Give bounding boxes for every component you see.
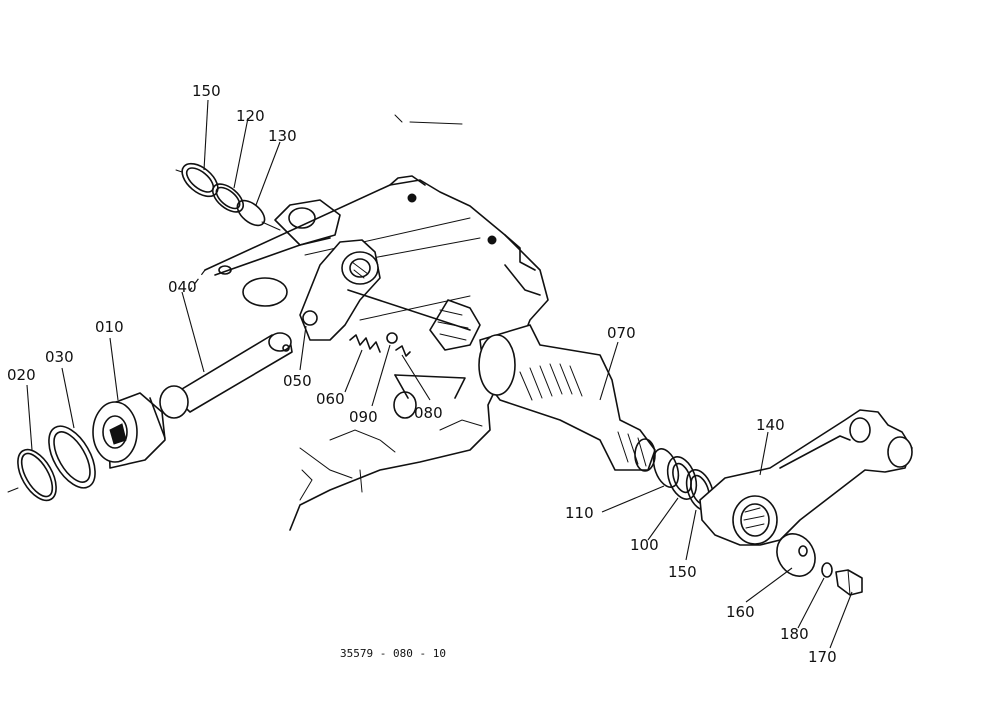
housing-casting [189,114,549,531]
callout-040: 040 [168,278,197,296]
ring-120 [211,183,245,213]
callout-120: 120 [236,107,265,125]
lift-arm-140 [699,409,913,546]
callout-100: 100 [630,536,659,554]
o-ring-020 [7,448,57,502]
callouts: 150 120 130 040 010 030 020 050 060 090 … [7,82,837,666]
callout-070: 070 [607,324,636,342]
o-ring-030 [48,425,96,489]
piston-rod-040 [159,332,293,419]
callout-130: 130 [268,127,297,145]
callout-180: 180 [780,625,809,643]
drawing-reference-code: 35579 - 080 - 10 [340,647,446,660]
washer-160 [776,533,816,577]
washer-100 [666,456,698,500]
ring-130 [236,199,281,231]
lock-washer-180 [821,562,833,578]
callout-110: 110 [565,504,594,522]
leader-lines [26,99,853,649]
callout-160: 160 [726,603,755,621]
spring-060 [349,334,381,353]
callout-020: 020 [7,366,36,384]
callout-140: 140 [756,416,785,434]
bolt-170 [835,569,863,596]
ball-090 [386,332,411,357]
yoke-050 [299,239,471,341]
callout-050: 050 [283,372,312,390]
callout-010: 010 [95,318,124,336]
lift-shaft-070 [478,324,656,472]
piston-010 [92,392,166,469]
callout-060: 060 [316,390,345,408]
callout-080: 080 [414,404,443,422]
callout-150-top: 150 [192,82,221,100]
callout-090: 090 [349,408,378,426]
callout-150-bottom: 150 [668,563,697,581]
callout-030: 030 [45,348,74,366]
callout-170: 170 [808,648,837,666]
